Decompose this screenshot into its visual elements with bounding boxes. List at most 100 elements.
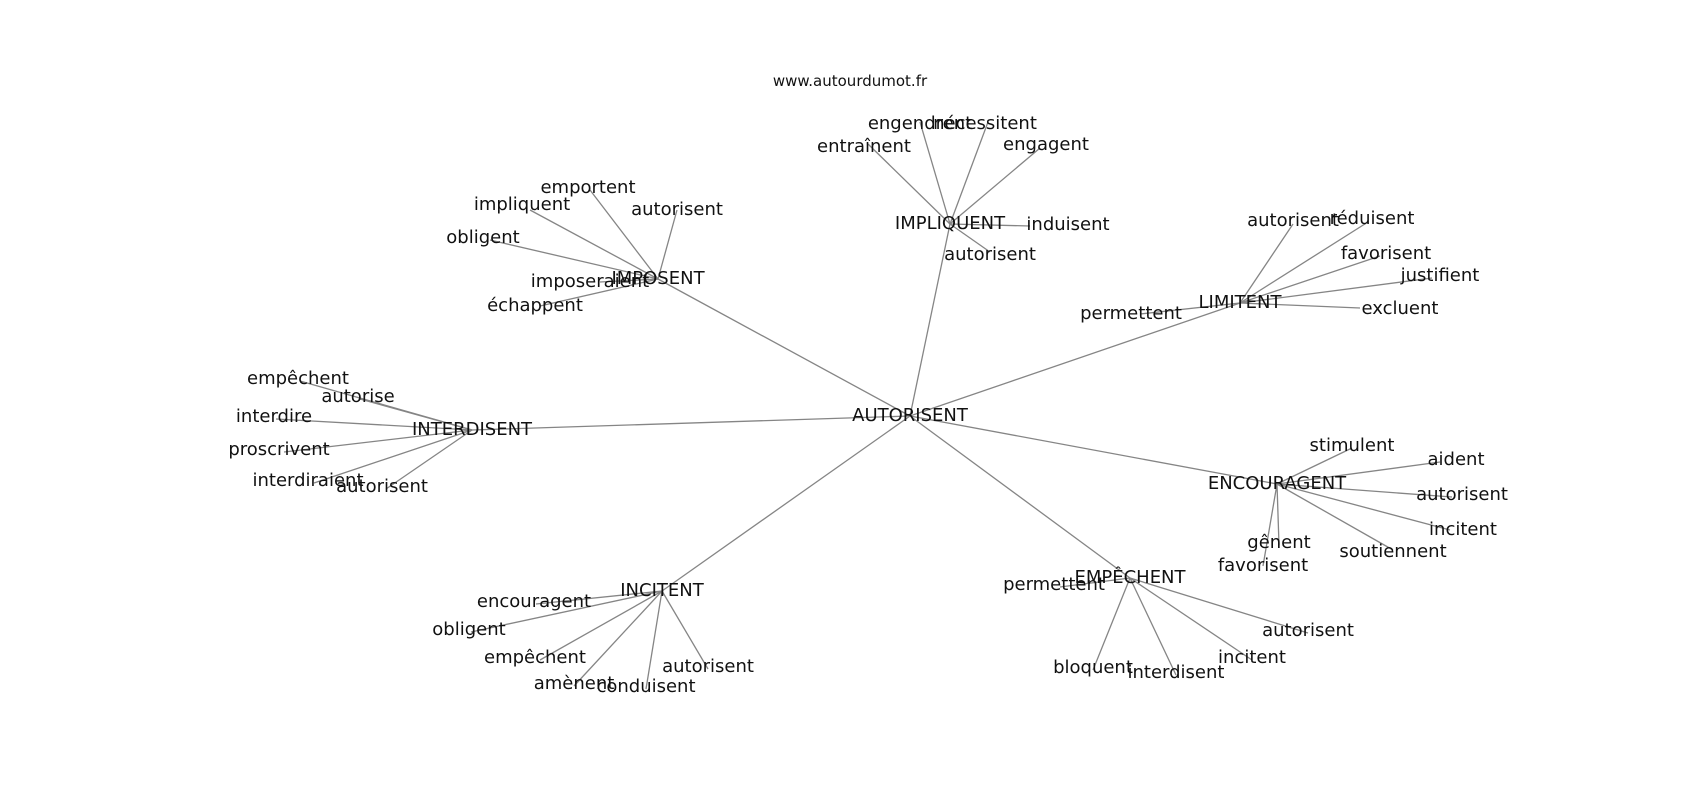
- leaf-node: autorisent: [1247, 210, 1339, 231]
- leaf-node: bloquent: [1053, 657, 1133, 678]
- leaf-node: autorisent: [1262, 620, 1354, 641]
- graph-labels: AUTORISENT IMPLIQUENT entraînentengendrent…: [228, 113, 1508, 697]
- leaf-node: imposeraient: [531, 271, 649, 292]
- leaf-node: nécessitent: [933, 113, 1037, 134]
- leaf-node: excluent: [1362, 298, 1439, 319]
- leaf-node: incitent: [1429, 519, 1497, 540]
- edge-leaf: [1239, 277, 1433, 304]
- edge-leaf: [470, 590, 663, 633]
- edge-leaf: [283, 429, 473, 453]
- edge-leaf: [1276, 483, 1451, 531]
- edge-leaf: [1239, 223, 1294, 304]
- leaf-node: entraînent: [817, 136, 911, 157]
- leaf-node: encouragent: [477, 591, 591, 612]
- edge-leaf: [599, 278, 659, 283]
- leaf-node: engendrent: [868, 113, 972, 134]
- leaf-node: soutiennent: [1339, 541, 1446, 562]
- leaf-node: stimulent: [1310, 435, 1395, 456]
- leaf-node: interdire: [236, 406, 312, 427]
- edge-leaf: [1239, 302, 1361, 309]
- leaf-node: favorisent: [1341, 243, 1431, 264]
- edge-leaf: [1276, 483, 1453, 498]
- edge-leaf: [573, 590, 663, 687]
- hub-node: LIMITENT: [1198, 292, 1282, 313]
- edge-root-impliquent: [909, 223, 951, 417]
- hub-node: INTERDISENT: [412, 419, 533, 440]
- leaf-node: autorise: [321, 386, 394, 407]
- edge-leaf: [867, 143, 951, 225]
- hub-node: IMPLIQUENT: [895, 213, 1006, 234]
- leaf-node: emportent: [540, 177, 635, 198]
- edge-leaf: [1239, 221, 1369, 304]
- leaf-node: favorisent: [1218, 555, 1308, 576]
- leaf-node: permettent: [1003, 574, 1105, 595]
- edge-leaf: [589, 189, 659, 280]
- edge-leaf: [313, 429, 473, 484]
- edge-root-imposent: [657, 278, 911, 417]
- leaf-node: autorisent: [631, 199, 723, 220]
- edge-leaf: [385, 429, 473, 490]
- leaf-node: autorisent: [1416, 484, 1508, 505]
- leaf-node: induisent: [1026, 214, 1109, 235]
- leaf-node: engagent: [1003, 134, 1089, 155]
- edge-leaf: [1059, 577, 1131, 588]
- site-watermark: www.autourdumot.fr: [772, 72, 928, 90]
- edge-leaf: [1276, 447, 1353, 485]
- edge-leaf: [949, 223, 991, 253]
- leaf-node: autorisent: [336, 476, 428, 497]
- edge-leaf: [1262, 483, 1278, 567]
- edge-leaf: [1129, 577, 1177, 676]
- edge-leaf: [359, 398, 473, 431]
- hub-node: IMPOSENT: [611, 268, 705, 289]
- leaf-node: amènent: [534, 673, 615, 694]
- leaf-node: permettent: [1080, 303, 1182, 324]
- edge-leaf: [1239, 255, 1381, 304]
- leaf-node: obligent: [432, 619, 505, 640]
- hub-node: INCITENT: [620, 580, 704, 601]
- edge-leaf: [1129, 577, 1253, 661]
- edge-leaf: [539, 590, 663, 661]
- edge-leaf: [529, 209, 659, 280]
- leaf-node: conduisent: [596, 676, 695, 697]
- edge-leaf: [489, 239, 659, 280]
- graph-edges: [275, 121, 1453, 690]
- leaf-node: incitent: [1218, 647, 1286, 668]
- hub-node: EMPÊCHENT: [1074, 566, 1186, 588]
- edge-leaf: [1092, 577, 1131, 671]
- center-node: AUTORISENT: [852, 405, 969, 426]
- leaf-node: autorisent: [662, 656, 754, 677]
- edge-leaf: [1276, 483, 1394, 551]
- leaf-node: justifient: [1400, 265, 1480, 286]
- leaf-node: réduisent: [1330, 208, 1415, 229]
- edge-leaf: [949, 121, 989, 225]
- edge-leaf: [1129, 577, 1309, 634]
- leaf-node: proscrivent: [228, 439, 329, 460]
- hub-node: ENCOURAGENT: [1208, 473, 1347, 494]
- edge-leaf: [949, 147, 1041, 225]
- edge-root-empêchent: [909, 415, 1131, 579]
- edge-root-encouragent: [909, 415, 1278, 485]
- edge-leaf: [949, 223, 1031, 227]
- leaf-node: interdiraient: [252, 470, 363, 491]
- edge-leaf: [275, 418, 473, 431]
- leaf-node: obligent: [446, 227, 519, 248]
- edge-leaf: [919, 121, 951, 225]
- leaf-node: échappent: [487, 295, 583, 316]
- edge-leaf: [539, 278, 659, 307]
- edge-leaf: [661, 590, 709, 670]
- leaf-node: empêchent: [247, 368, 349, 389]
- edge-leaf: [1139, 302, 1241, 315]
- edge-leaf: [657, 209, 678, 280]
- leaf-node: autorisent: [944, 244, 1036, 265]
- leaf-node: gênent: [1247, 532, 1310, 553]
- edge-leaf: [645, 590, 663, 690]
- leaf-node: aident: [1428, 449, 1485, 470]
- edge-root-limitent: [909, 302, 1241, 417]
- leaf-node: impliquent: [474, 194, 570, 215]
- edge-leaf: [535, 590, 663, 605]
- edge-root-interdisent: [471, 415, 911, 431]
- leaf-node: interdisent: [1128, 662, 1225, 683]
- edge-leaf: [1276, 461, 1441, 485]
